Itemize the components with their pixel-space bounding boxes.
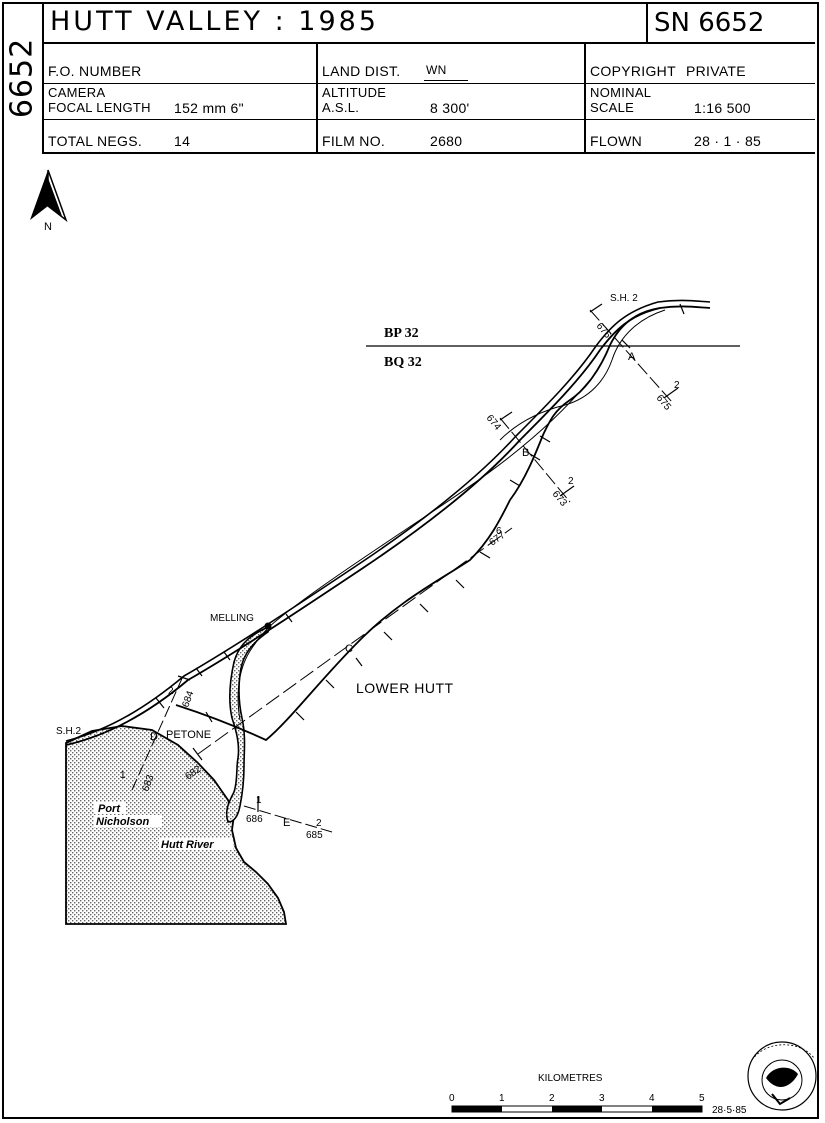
camera-label: CAMERA bbox=[48, 85, 106, 100]
run-d-end-tick-label: 2 bbox=[168, 686, 174, 697]
focal-length-value: 152 mm 6" bbox=[174, 100, 244, 116]
fo-number-label: F.O. NUMBER bbox=[48, 63, 142, 79]
secondary-road bbox=[499, 309, 666, 441]
film-no-label: FILM NO. bbox=[322, 133, 386, 149]
series-number: SN 6652 bbox=[654, 8, 765, 38]
header-block: 6652 HUTT VALLEY : 1985 SN 6652 F.O. NUM… bbox=[2, 2, 819, 154]
place-label-melling: MELLING bbox=[210, 613, 254, 624]
run-c-letter: C bbox=[345, 643, 353, 655]
run-c-start-tick bbox=[192, 747, 203, 761]
scale-cell: NOMINAL SCALE 1:16 500 bbox=[586, 84, 815, 120]
port-label-bg bbox=[94, 802, 126, 814]
scalebar-tick-0: 0 bbox=[449, 1093, 455, 1104]
run-a-end-tick bbox=[663, 387, 679, 399]
scalebar-date: 28·5·85 bbox=[712, 1105, 747, 1116]
port-nicholson-water bbox=[65, 725, 288, 925]
asl-label: A.S.L. bbox=[322, 100, 360, 115]
sheet-label-bottom: BQ 32 bbox=[384, 355, 422, 370]
scalebar-tick-2: 2 bbox=[549, 1093, 555, 1104]
copyright-value: PRIVATE bbox=[686, 63, 746, 79]
place-label-petone: PETONE bbox=[166, 729, 211, 741]
flight-run-b bbox=[499, 417, 571, 503]
water-label-river: Hutt River bbox=[161, 839, 214, 851]
map-title: HUTT VALLEY : 1985 bbox=[50, 6, 379, 37]
land-dist-value: WN bbox=[426, 63, 447, 77]
flown-value: 28 · 1 · 85 bbox=[694, 133, 762, 149]
river-label-bg bbox=[159, 838, 233, 850]
fo-number-cell: F.O. NUMBER bbox=[44, 44, 318, 84]
scalebar-tick-5: 5 bbox=[699, 1093, 705, 1104]
run-c-end-tick-label: 6 bbox=[496, 526, 502, 537]
scalebar-tick-3: 3 bbox=[599, 1093, 605, 1104]
run-e-end-tick-label: 2 bbox=[316, 818, 322, 829]
copyright-label: COPYRIGHT bbox=[590, 63, 676, 79]
run-a-letter: A bbox=[628, 351, 636, 363]
company-seal-logo bbox=[747, 1041, 817, 1111]
nicholson-label-bg bbox=[94, 815, 162, 827]
run-d-start-tick-label: 1 bbox=[120, 770, 126, 781]
water-label-nicholson: Nicholson bbox=[96, 816, 149, 828]
film-no-value: 2680 bbox=[430, 133, 463, 149]
title-cell: HUTT VALLEY : 1985 bbox=[44, 2, 648, 44]
flight-run-a bbox=[589, 309, 673, 403]
total-negs-label: TOTAL NEGS. bbox=[48, 133, 143, 149]
run-a-start-tick bbox=[589, 303, 603, 313]
altitude-cell: ALTITUDE A.S.L. 8 300' bbox=[318, 84, 586, 120]
scale-value: 1:16 500 bbox=[694, 100, 751, 116]
highway-label-w: S.H.2 bbox=[56, 726, 81, 737]
north-arrow-icon bbox=[30, 169, 68, 223]
scalebar-title: KILOMETRES bbox=[538, 1073, 603, 1084]
run-a-end-number: 675 bbox=[654, 393, 673, 413]
copyright-cell: COPYRIGHT PRIVATE bbox=[586, 44, 815, 84]
camera-cell: CAMERA FOCAL LENGTH 152 mm 6" bbox=[44, 84, 318, 120]
run-a-end-tick-label: 2 bbox=[674, 380, 680, 391]
nominal-label: NOMINAL bbox=[590, 85, 652, 100]
altitude-value: 8 300' bbox=[430, 100, 470, 116]
flight-run-c bbox=[197, 527, 513, 755]
scalebar-tick-1: 1 bbox=[499, 1093, 505, 1104]
focal-length-label: FOCAL LENGTH bbox=[48, 100, 151, 115]
total-negs-value: 14 bbox=[174, 133, 191, 149]
film-no-cell: FILM NO. 2680 bbox=[318, 120, 586, 154]
run-e-start-tick-label: 1 bbox=[256, 795, 262, 806]
land-dist-cell: LAND DIST. WN bbox=[318, 44, 586, 84]
run-d-end-tick bbox=[177, 675, 191, 681]
run-b-letter: B bbox=[522, 447, 529, 459]
flown-label: FLOWN bbox=[590, 133, 643, 149]
scale-label: SCALE bbox=[590, 100, 635, 115]
place-label-lower-hutt: LOWER HUTT bbox=[356, 680, 454, 696]
sn-cell: SN 6652 bbox=[648, 2, 815, 44]
water-label-port: Port bbox=[98, 803, 121, 815]
north-label: N bbox=[44, 221, 52, 233]
land-dist-label: LAND DIST. bbox=[322, 63, 401, 79]
run-b-start-number: 674 bbox=[484, 413, 503, 433]
road-ticks bbox=[155, 303, 685, 723]
flown-cell: FLOWN 28 · 1 · 85 bbox=[586, 120, 815, 154]
run-c-end-number: 677 bbox=[487, 530, 507, 549]
run-d-letter: D bbox=[150, 731, 158, 743]
sheet-label-top: BP 32 bbox=[384, 326, 419, 341]
hutt-river bbox=[225, 624, 272, 823]
run-b-end-tick-label: 2 bbox=[568, 476, 574, 487]
scalebar-tick-4: 4 bbox=[649, 1093, 655, 1104]
run-b-end-tick bbox=[559, 485, 575, 497]
melling-point bbox=[264, 622, 272, 630]
run-b-start-tick bbox=[499, 411, 513, 421]
side-code-cell: 6652 bbox=[2, 2, 44, 154]
run-e-letter: E bbox=[283, 817, 290, 829]
altitude-label: ALTITUDE bbox=[322, 85, 387, 100]
state-highway-2-edge bbox=[65, 299, 711, 742]
main-road bbox=[175, 307, 661, 742]
melling-road bbox=[237, 379, 591, 721]
run-d-end-number: 684 bbox=[180, 689, 196, 709]
highway-label-ne: S.H. 2 bbox=[610, 293, 638, 304]
scalebar bbox=[451, 1105, 703, 1113]
flight-run-d bbox=[131, 673, 185, 791]
total-negs-cell: TOTAL NEGS. 14 bbox=[44, 120, 318, 154]
run-e-end-number: 685 bbox=[306, 830, 323, 841]
run-e-start-number: 686 bbox=[246, 814, 263, 825]
